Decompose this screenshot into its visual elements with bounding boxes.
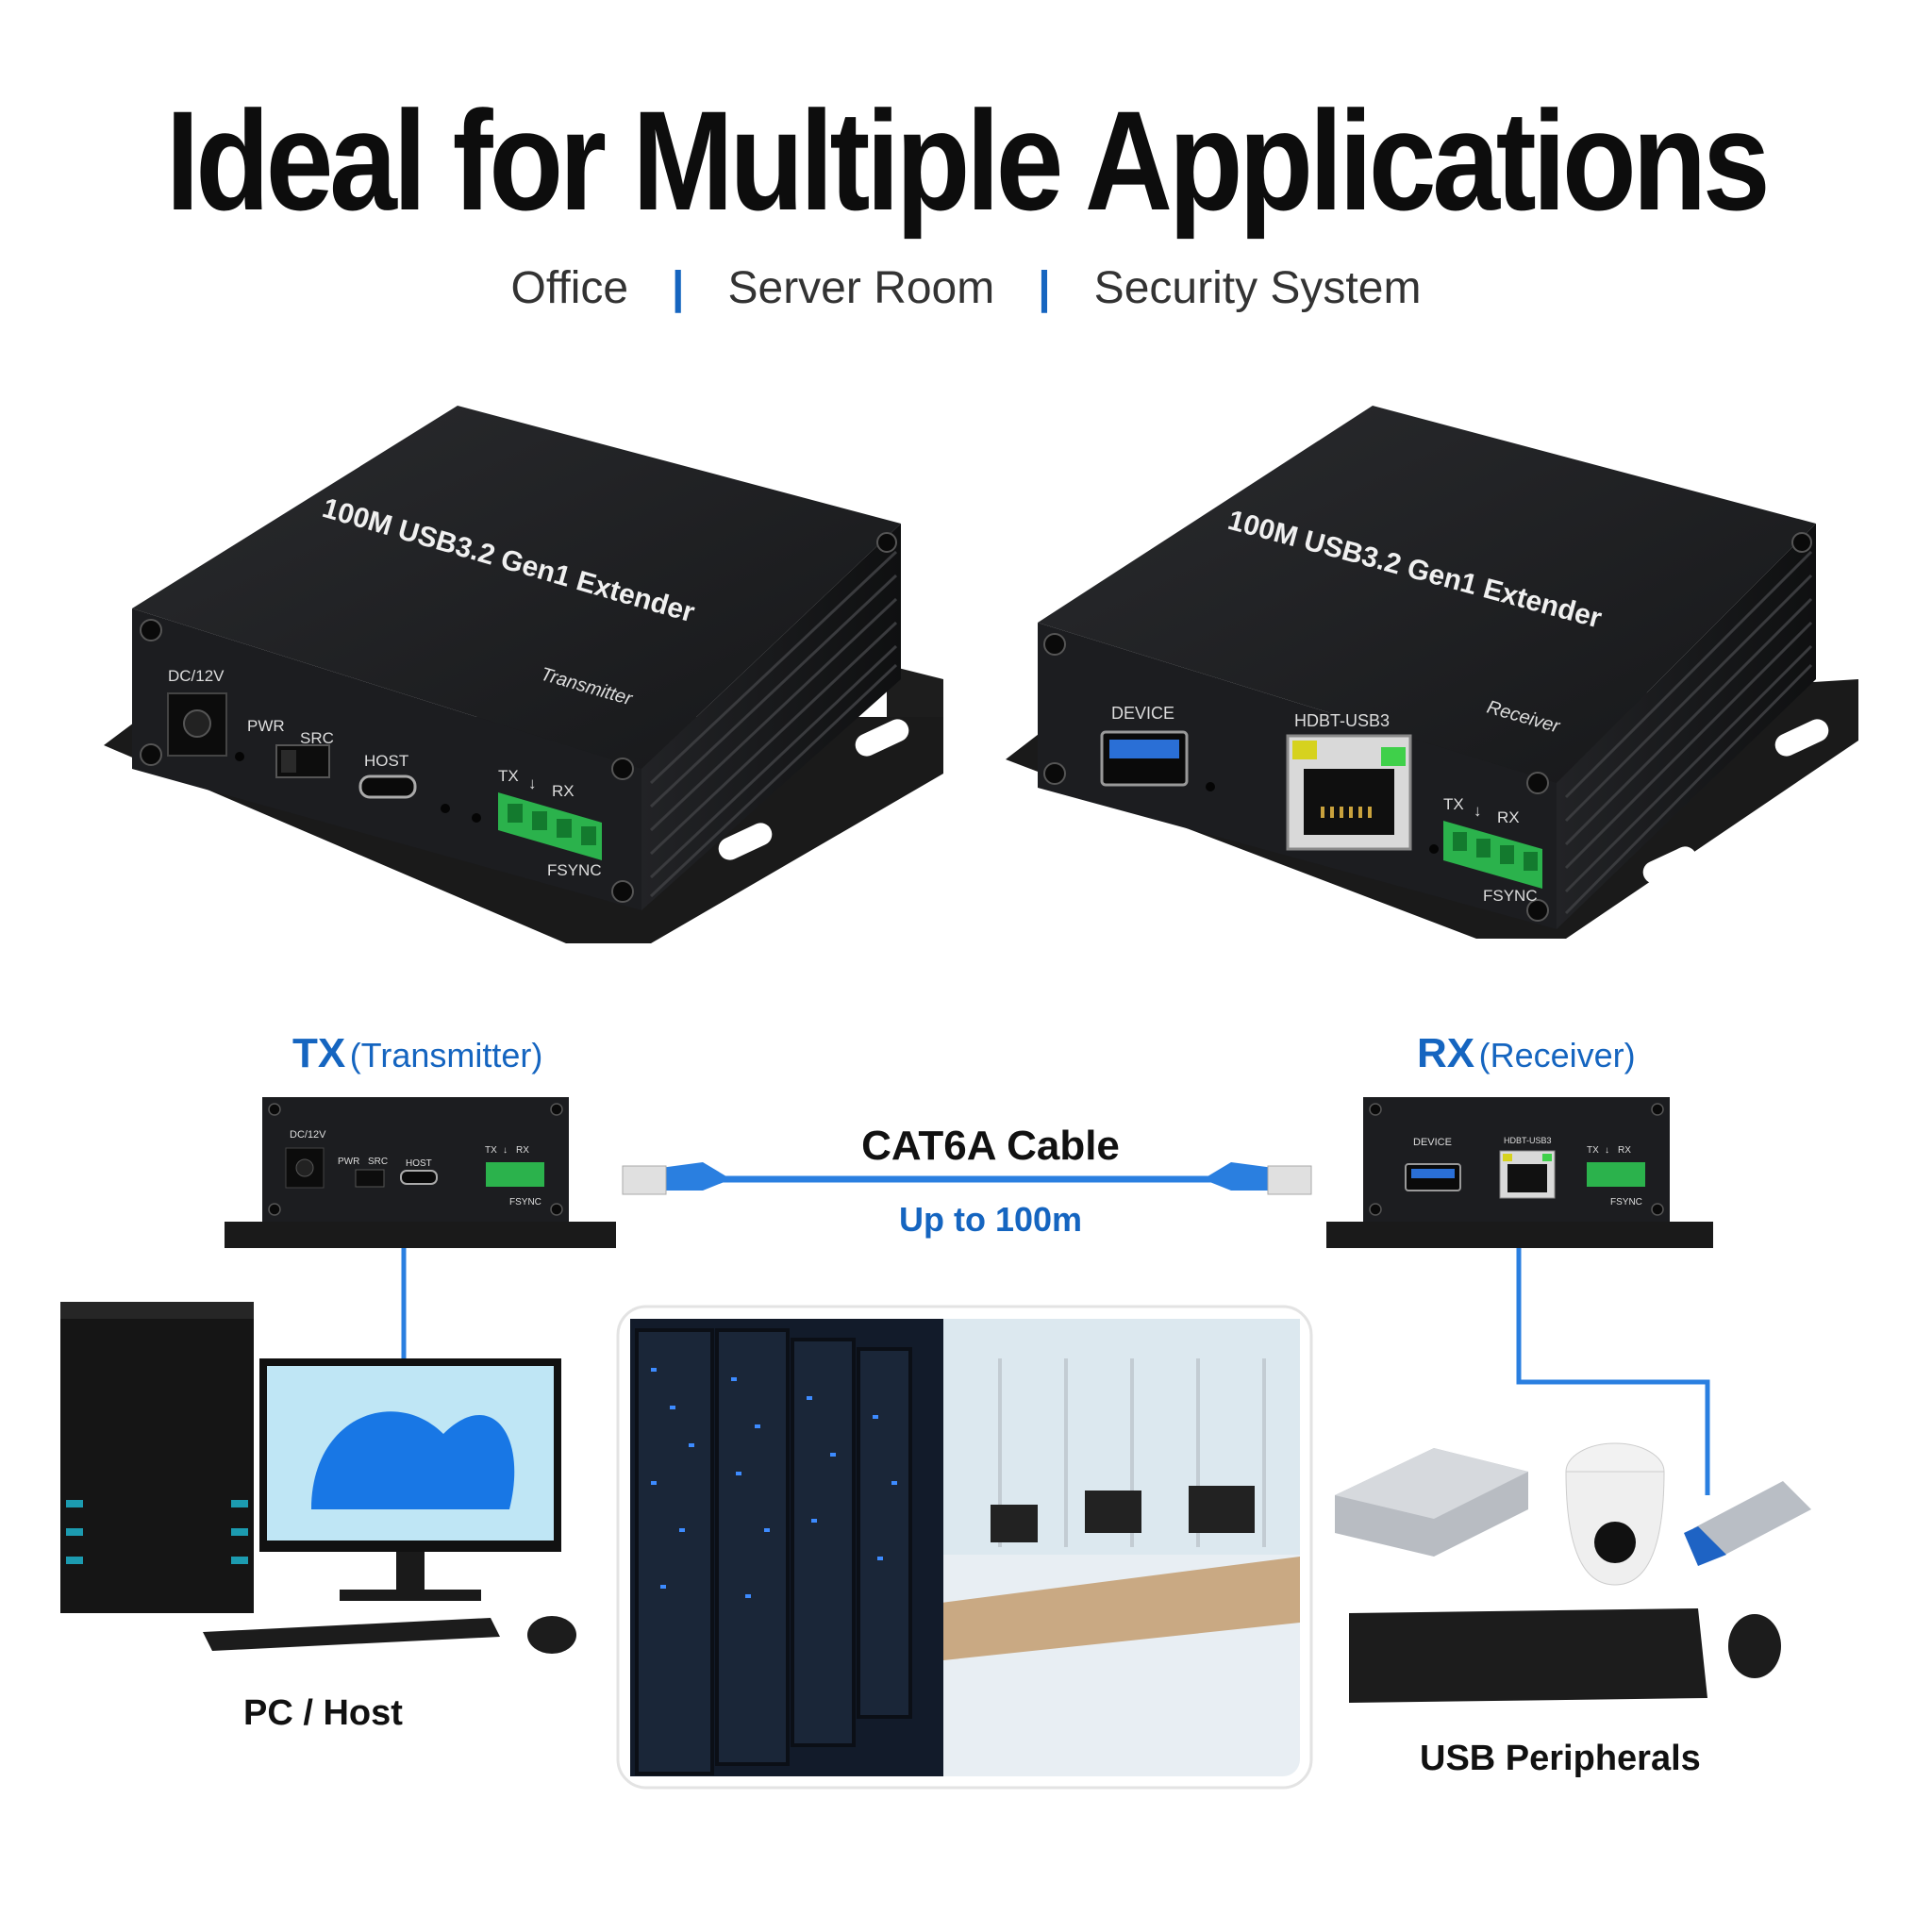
port-label-fsync: FSYNC — [547, 861, 602, 879]
rx-full: (Receiver) — [1478, 1036, 1636, 1074]
port-label-device: DEVICE — [1413, 1137, 1452, 1148]
port-label-rx: RX — [552, 782, 575, 800]
distance-label: Up to 100m — [898, 1200, 1083, 1239]
receiver-unit: 100M USB3.2 Gen1 Extender Receiver DEVIC… — [1006, 406, 1858, 939]
port-label-arrow: ↓ — [503, 1145, 508, 1156]
tx-abbr: TX — [292, 1030, 346, 1076]
pc-host-illustration — [60, 1302, 576, 1654]
port-label-hdbt: HDBT-USB3 — [1504, 1136, 1552, 1145]
port-label-dc: DC/12V — [290, 1129, 326, 1141]
port-label-pwr: PWR — [247, 717, 285, 735]
host-caption: PC / Host — [243, 1693, 403, 1733]
port-label-rx: RX — [516, 1145, 529, 1156]
port-label-host: HOST — [364, 752, 408, 770]
port-label-arrow: ↓ — [1605, 1145, 1609, 1156]
port-label-fsync: FSYNC — [1610, 1197, 1642, 1208]
port-label-pwr: PWR — [338, 1157, 359, 1167]
port-label-rx: RX — [1618, 1145, 1631, 1156]
usb-peripherals-illustration — [1335, 1442, 1811, 1703]
port-label-arrow: ↓ — [1474, 802, 1482, 820]
port-label-arrow: ↓ — [528, 774, 537, 792]
port-label-tx: TX — [485, 1145, 497, 1156]
office-server-photo — [616, 1305, 1313, 1790]
separator: | — [672, 263, 685, 313]
port-label-device: DEVICE — [1111, 704, 1174, 723]
port-label-fsync: FSYNC — [1483, 887, 1538, 905]
port-label-src: SRC — [368, 1157, 388, 1167]
rx-front-view: DEVICE HDBT-USB3 TX ↓ RX FSYNC — [1326, 1097, 1713, 1248]
separator: | — [1038, 263, 1051, 313]
rj45-port — [1286, 734, 1412, 851]
port-label-fsync: FSYNC — [509, 1197, 541, 1208]
terminal-block — [498, 792, 602, 860]
port-label-src: SRC — [300, 729, 334, 747]
page-title: Ideal for Multiple Applications — [165, 81, 1771, 240]
port-label-host: HOST — [406, 1158, 432, 1169]
tx-front-view: DC/12V PWR SRC HOST TX ↓ RX FSYNC — [225, 1097, 616, 1248]
port-label-tx: TX — [498, 767, 519, 785]
cat6a-cable — [622, 1162, 1312, 1195]
port-label-hdbt: HDBT-USB3 — [1294, 711, 1390, 730]
peripherals-caption: USB Peripherals — [1420, 1739, 1701, 1778]
port-label-tx: TX — [1587, 1145, 1599, 1156]
applications-list: Office | Server Room | Security System — [0, 266, 1932, 311]
transmitter-unit: 100M USB3.2 Gen1 Extender Transmitter DC… — [104, 406, 943, 943]
application-server-room: Server Room — [727, 263, 995, 313]
rx-heading: RX (Receiver) — [1417, 1030, 1636, 1077]
rx-abbr: RX — [1417, 1030, 1475, 1076]
terminal-block — [1443, 821, 1542, 889]
tx-full: (Transmitter) — [349, 1036, 543, 1074]
port-label-tx: TX — [1443, 795, 1464, 813]
tx-heading: TX (Transmitter) — [292, 1030, 542, 1077]
application-security-system: Security System — [1093, 263, 1422, 313]
port-label-dc: DC/12V — [168, 667, 225, 685]
application-office: Office — [510, 263, 629, 313]
port-label-rx: RX — [1497, 808, 1520, 826]
rx-to-peripherals-line — [1516, 1248, 1710, 1495]
usb-c-port — [358, 774, 417, 799]
cable-label: CAT6A Cable — [861, 1123, 1120, 1169]
